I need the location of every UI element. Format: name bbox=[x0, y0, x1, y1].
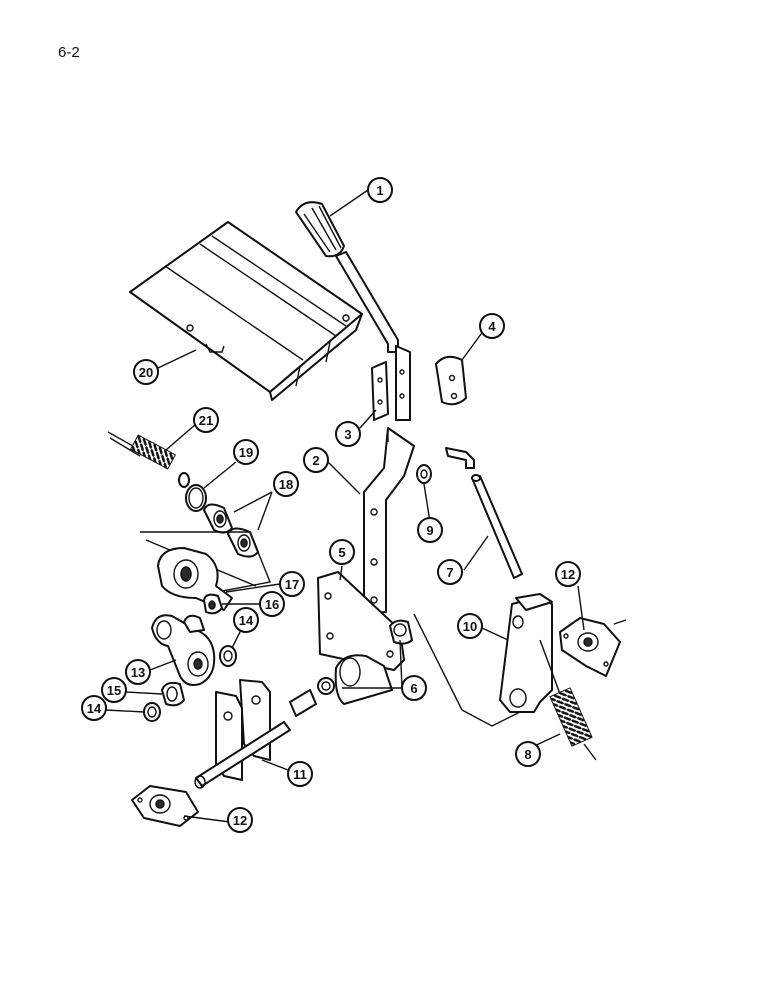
bushing-14-lower-part bbox=[143, 702, 161, 722]
pillow-block-upper-part bbox=[559, 617, 627, 677]
shaft-bushing-part bbox=[289, 619, 413, 717]
bushing-14-upper-part bbox=[219, 645, 237, 667]
bushing-part bbox=[203, 503, 259, 558]
callout-19: 19 bbox=[233, 439, 259, 465]
callout-5-label: 5 bbox=[338, 545, 345, 560]
shift-lever-part bbox=[335, 251, 411, 421]
callout-9-label: 9 bbox=[426, 523, 433, 538]
callout-11-label: 11 bbox=[293, 767, 307, 782]
callout-15-label: 15 bbox=[107, 683, 121, 698]
callout-18: 18 bbox=[273, 471, 299, 497]
callout-17: 17 bbox=[279, 571, 305, 597]
callout-14-upper: 14 bbox=[233, 607, 259, 633]
callout-12-upper-label: 12 bbox=[561, 567, 575, 582]
callout-9: 9 bbox=[417, 517, 443, 543]
washer-part bbox=[416, 464, 432, 484]
callout-3-label: 3 bbox=[344, 427, 351, 442]
callout-1-label: 1 bbox=[376, 183, 383, 198]
callout-21-label: 21 bbox=[199, 413, 213, 428]
callout-4-label: 4 bbox=[488, 319, 496, 334]
callout-14-lower-label: 14 bbox=[87, 701, 102, 716]
callout-2-label: 2 bbox=[312, 453, 319, 468]
callout-17-label: 17 bbox=[285, 577, 299, 592]
clip-part bbox=[435, 355, 467, 406]
mounting-plate-part bbox=[317, 571, 405, 705]
page-number: 6-2 bbox=[58, 44, 80, 61]
callout-16: 16 bbox=[259, 591, 285, 617]
callout-10: 10 bbox=[457, 613, 483, 639]
callout-20: 20 bbox=[133, 359, 159, 385]
shift-knob-part bbox=[295, 201, 345, 258]
callout-21: 21 bbox=[193, 407, 219, 433]
callout-8: 8 bbox=[515, 741, 541, 767]
callout-8-label: 8 bbox=[524, 747, 531, 762]
callout-12-upper: 12 bbox=[555, 561, 581, 587]
callout-16-label: 16 bbox=[265, 597, 279, 612]
callout-6-label: 6 bbox=[410, 681, 417, 696]
callout-1: 1 bbox=[367, 177, 393, 203]
lever-arm-part bbox=[363, 427, 415, 615]
callout-14-upper-label: 14 bbox=[239, 613, 254, 628]
callout-13: 13 bbox=[125, 659, 151, 685]
callout-4: 4 bbox=[479, 313, 505, 339]
callout-14-lower: 14 bbox=[81, 695, 107, 721]
bracket-shaft-part bbox=[194, 679, 291, 789]
connecting-rod-part bbox=[445, 447, 523, 579]
callout-12-lower: 12 bbox=[227, 807, 253, 833]
cover-plate-part bbox=[129, 221, 363, 401]
spring-rod-part bbox=[107, 431, 190, 488]
pillow-block-lower-part bbox=[131, 785, 199, 827]
callout-12-lower-label: 12 bbox=[233, 813, 247, 828]
callout-2: 2 bbox=[303, 447, 329, 473]
small-bushing-part bbox=[203, 593, 223, 615]
crank-arm-part bbox=[151, 614, 216, 686]
callout-3: 3 bbox=[335, 421, 361, 447]
callout-13-label: 13 bbox=[131, 665, 145, 680]
callout-15: 15 bbox=[101, 677, 127, 703]
callout-7-label: 7 bbox=[446, 565, 453, 580]
leader-lines bbox=[105, 189, 585, 823]
bushing-15-part bbox=[161, 681, 185, 707]
spring-part bbox=[539, 639, 597, 761]
callout-18-label: 18 bbox=[279, 477, 293, 492]
callout-19-label: 19 bbox=[239, 445, 253, 460]
callout-5: 5 bbox=[329, 539, 355, 565]
o-ring-part bbox=[185, 484, 207, 512]
callout-20-label: 20 bbox=[139, 365, 153, 380]
callout-10-label: 10 bbox=[463, 619, 477, 634]
shim-plate-part bbox=[371, 361, 389, 421]
upright-lever-part bbox=[413, 593, 553, 727]
callout-11: 11 bbox=[287, 761, 313, 787]
callout-6: 6 bbox=[401, 675, 427, 701]
callout-7: 7 bbox=[437, 559, 463, 585]
